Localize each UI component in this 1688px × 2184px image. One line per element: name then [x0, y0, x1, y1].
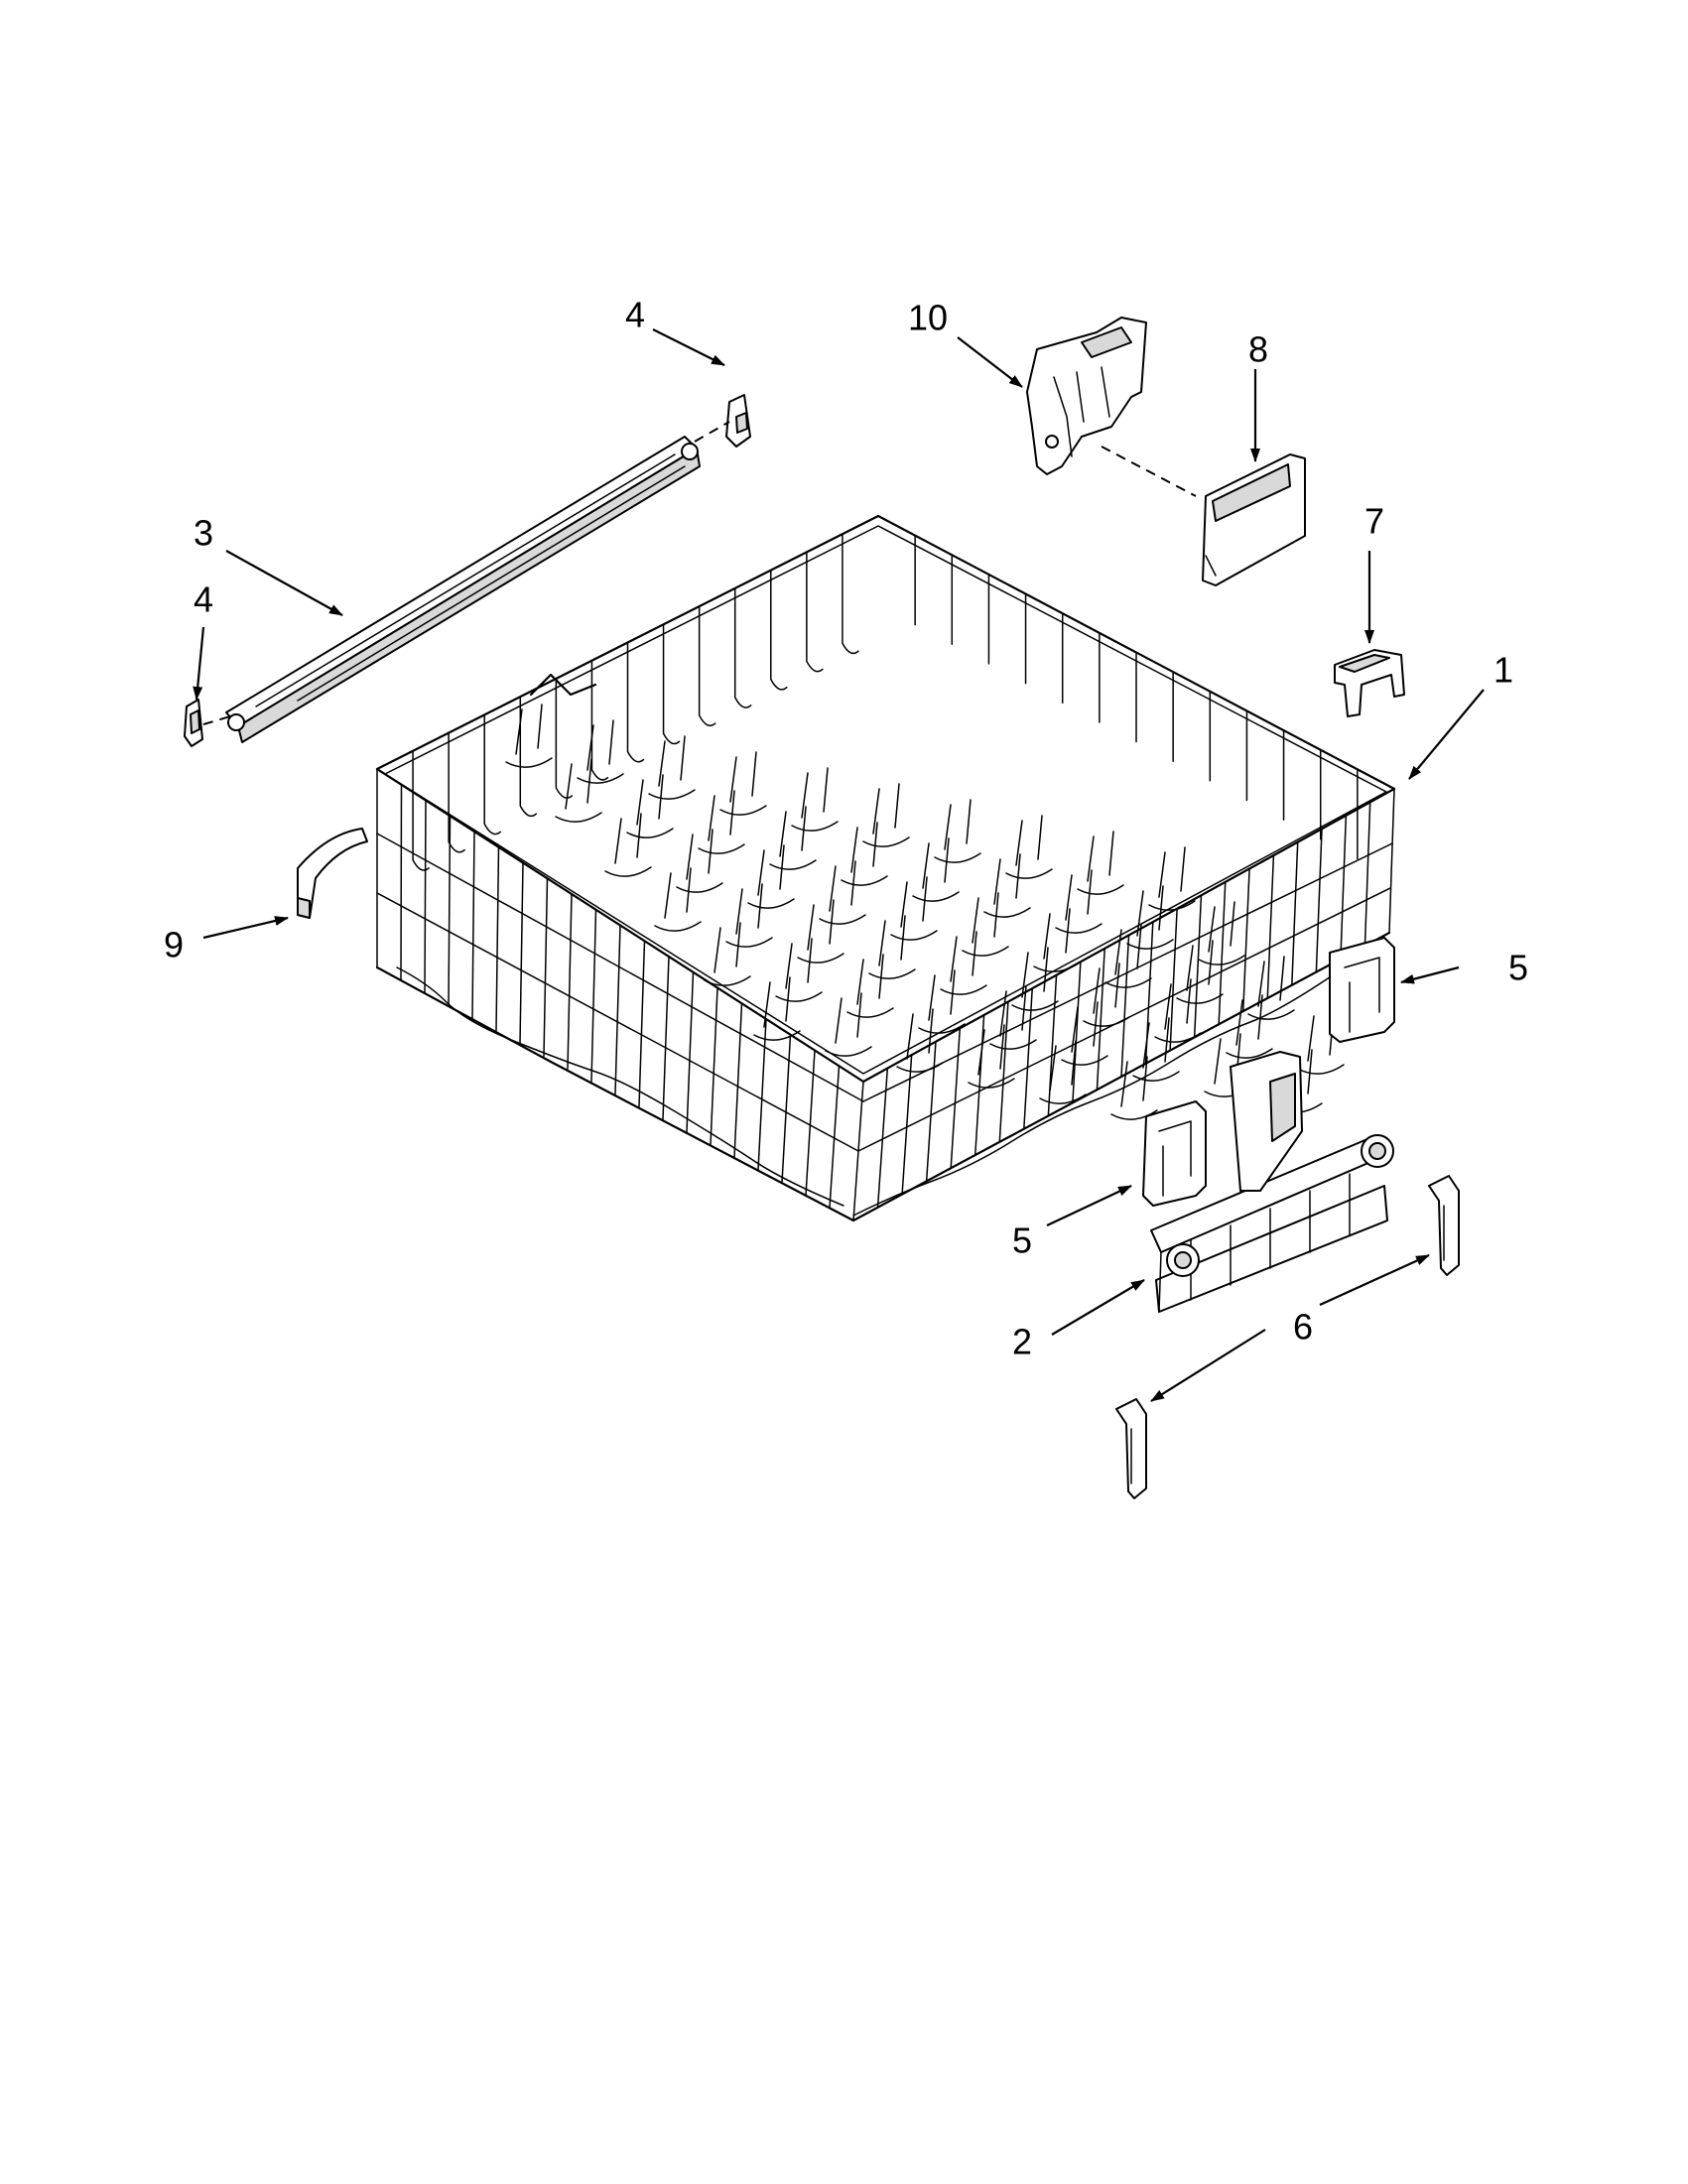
rail-end-cap-left	[184, 699, 203, 747]
rack-rail	[225, 436, 701, 743]
callout-8: 8	[1248, 329, 1268, 370]
rack-adjuster-assembly	[1150, 1051, 1394, 1313]
callout-1: 1	[1493, 650, 1513, 691]
callout-7: 7	[1364, 501, 1384, 542]
callout-3: 3	[194, 513, 213, 554]
small-clip	[1334, 649, 1405, 717]
rack-clip	[297, 828, 368, 919]
adjuster-housing	[1026, 317, 1147, 475]
callout-9: 9	[164, 925, 184, 965]
callout-6: 6	[1293, 1307, 1313, 1348]
callout-4-top: 4	[625, 295, 645, 335]
adjuster-cover	[1202, 453, 1306, 586]
rack-stop-left	[1115, 1398, 1147, 1499]
adjuster-clip-left	[1142, 1100, 1207, 1207]
callout-10: 10	[908, 298, 948, 338]
callout-4-left: 4	[194, 579, 213, 620]
leader-lines	[193, 328, 1485, 1402]
callout-2: 2	[1012, 1322, 1032, 1362]
upper-rack-basket	[375, 514, 1396, 1222]
rack-stop-right	[1428, 1175, 1460, 1276]
rail-end-cap-right	[725, 394, 751, 448]
callout-5-left: 5	[1012, 1220, 1032, 1261]
callout-5-right: 5	[1508, 948, 1528, 988]
adjuster-clip-right	[1329, 937, 1395, 1043]
